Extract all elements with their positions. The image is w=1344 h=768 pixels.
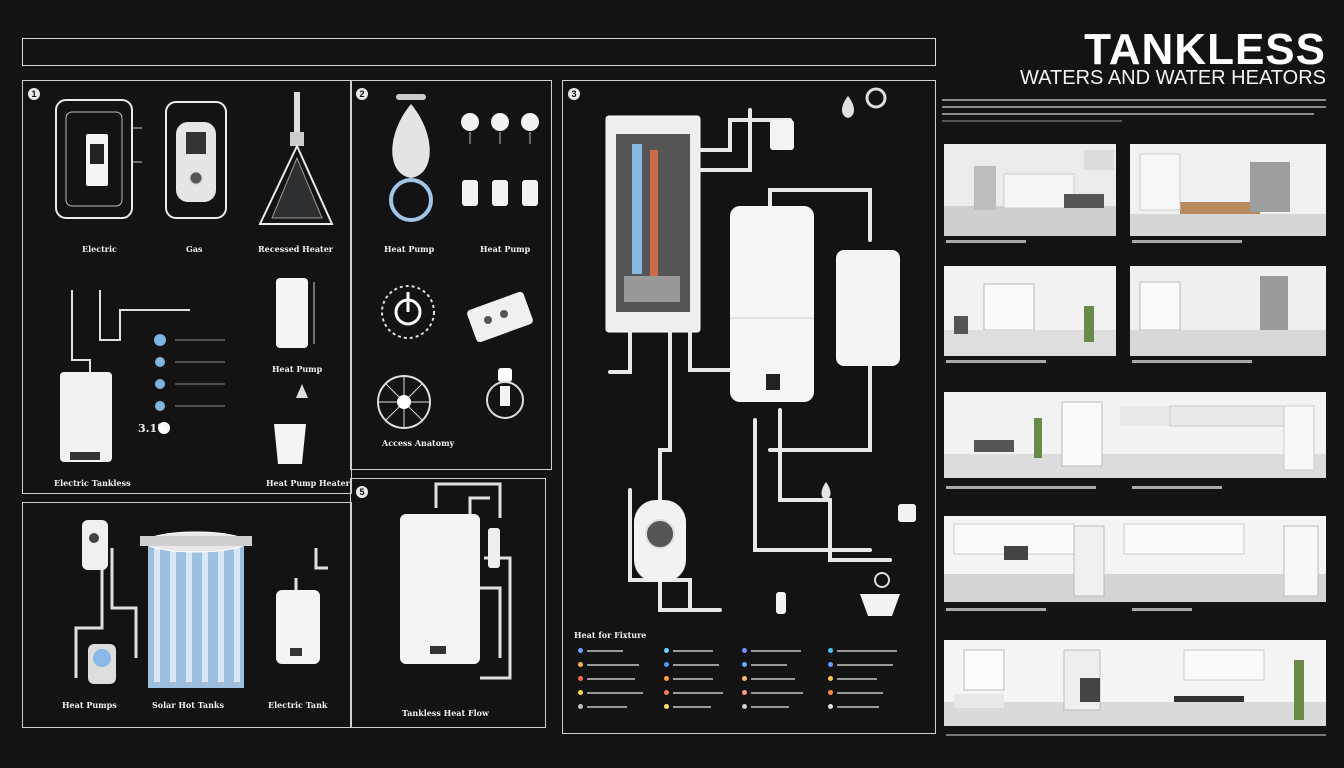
system-piping-diagram <box>605 87 916 616</box>
heat-pump-tank-diagram <box>274 278 315 464</box>
page-title: TANKLESS <box>1084 25 1326 74</box>
header-bar <box>22 38 936 66</box>
kitchen-photo-2 <box>1130 144 1326 236</box>
kitchen-photo-3 <box>944 266 1116 356</box>
panel-heat-pump <box>350 80 552 470</box>
label-access: Access Anatomy <box>382 438 455 448</box>
label-solar-tanks: Solar Hot Tanks <box>152 700 224 710</box>
panel-types <box>22 80 352 494</box>
kitchen-photo-4 <box>1130 266 1326 356</box>
panel-number-1: 1 <box>28 88 40 100</box>
caption-1 <box>946 240 1026 243</box>
kitchen-photo-6 <box>944 516 1326 602</box>
label-heat-pump-b: Heat Pump <box>480 244 531 254</box>
label-flow: Tankless Heat Flow <box>402 708 489 718</box>
caption-2 <box>1132 240 1242 243</box>
legend-title: Heat for Fixture <box>574 630 647 640</box>
gas-heater-icon <box>165 101 227 219</box>
label-gas: Gas <box>186 244 203 254</box>
droplet-icon <box>389 94 433 222</box>
electric-heater-icon <box>55 99 142 219</box>
caption-7 <box>946 608 1046 611</box>
panel-system-diagram <box>562 80 936 734</box>
kitchen-photo-5 <box>944 392 1326 478</box>
kitchen-photo-7 <box>944 640 1326 726</box>
panel-number-3: 3 <box>568 88 580 100</box>
panel-number-5: 5 <box>356 486 368 498</box>
fan-icon <box>377 375 431 429</box>
funnel-heater-icon <box>258 92 334 225</box>
tank-system-diagram <box>74 520 328 688</box>
panel-flow <box>350 478 546 728</box>
label-recessed: Recessed Heater <box>258 244 334 254</box>
page-subtitle: WATERS AND WATER HEATORS <box>1020 67 1326 89</box>
label-heat-pump-heater: Heat Pump Heater <box>266 478 350 488</box>
label-heat-pump-a: Heat Pump <box>384 244 435 254</box>
label-heat-pump-unit: Heat Pump <box>272 364 323 374</box>
electric-tankless-diagram <box>60 290 225 462</box>
caption-6 <box>1132 486 1222 489</box>
label-electric: Electric <box>82 244 117 254</box>
caption-4 <box>1132 360 1252 363</box>
label-electric-tank: Electric Tank <box>268 700 328 710</box>
panel-tanks <box>22 502 352 728</box>
label-heat-pumps: Heat Pumps <box>62 700 117 710</box>
panel-number-2: 2 <box>356 88 368 100</box>
caption-8 <box>1132 608 1192 611</box>
caption-3 <box>946 360 1046 363</box>
control-card-icon <box>467 291 533 343</box>
valve-icon <box>486 368 524 419</box>
label-electric-tankless: Electric Tankless <box>54 478 131 488</box>
label-readout: 3.1°5 <box>138 422 171 435</box>
gauge-icon <box>381 285 435 339</box>
caption-5 <box>946 486 1096 489</box>
tankless-flow-diagram <box>400 482 512 680</box>
bulb-row-icons <box>461 113 539 206</box>
caption-9 <box>946 734 1326 736</box>
kitchen-photo-1 <box>944 144 1116 236</box>
